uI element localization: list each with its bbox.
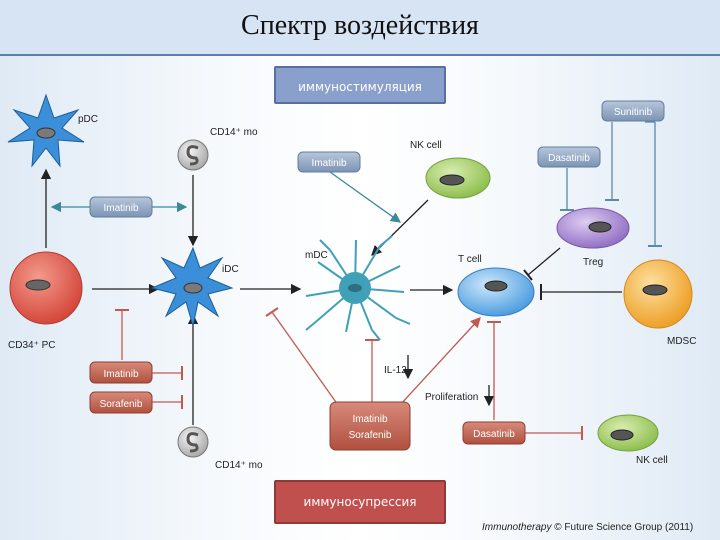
proliferation-label: Proliferation (425, 392, 478, 403)
cd14-bottom-label: CD14⁺ mo (215, 460, 263, 471)
svg-text:Sorafenib: Sorafenib (100, 399, 143, 410)
nk-cell-top (425, 157, 491, 199)
connections (40, 121, 662, 440)
mdc-label: mDC (305, 250, 328, 261)
caption-journal: Immunotherapy (482, 522, 552, 533)
t-cell-label: T cell (458, 254, 482, 265)
mdc-cell (305, 235, 411, 341)
pdc-label: pDC (78, 114, 98, 125)
svg-text:Imatinib: Imatinib (103, 203, 138, 214)
svg-text:Imatinib: Imatinib (311, 158, 346, 169)
il12-label: IL-12 (384, 365, 407, 376)
svg-text:Imatinib: Imatinib (103, 369, 138, 380)
cd14-monocyte-bottom (177, 426, 209, 458)
drug-imatinib-nk: Imatinib (297, 151, 361, 173)
treg-label: Treg (583, 257, 603, 268)
svg-text:Sunitinib: Sunitinib (614, 107, 653, 118)
svg-text:Sorafenib: Sorafenib (349, 430, 392, 441)
page-title: Спектр воздействия (241, 10, 479, 41)
drug-combo-imatinib-sorafenib: Imatinib Sorafenib (329, 401, 411, 451)
drug-dasatinib-top: Dasatinib (537, 146, 601, 168)
treg-cell (556, 207, 630, 249)
cd34-cell (9, 251, 83, 325)
drug-sunitinib: Sunitinib (601, 100, 665, 122)
idc-label: iDC (222, 264, 239, 275)
cd14-monocyte-top (177, 139, 209, 171)
mdsc-cell (623, 259, 693, 329)
drug-imatinib-left: Imatinib (89, 361, 153, 384)
svg-text:Imatinib: Imatinib (352, 414, 387, 425)
pdc-cell (7, 93, 85, 168)
figure-caption: Immunotherapy © Future Science Group (20… (482, 522, 693, 533)
t-cell (457, 267, 535, 317)
drug-dasatinib-bottom: Dasatinib (462, 421, 526, 445)
nk-bottom-label: NK cell (636, 455, 668, 466)
immunosuppression-box: иммуносупрессия (274, 480, 446, 524)
svg-text:Dasatinib: Dasatinib (473, 429, 515, 440)
svg-text:Dasatinib: Dasatinib (548, 153, 590, 164)
immunostimulation-box: иммуностимуляция (274, 66, 446, 104)
nk-top-label: NK cell (410, 140, 442, 151)
nk-cell-bottom (597, 414, 659, 452)
drug-sorafenib-left: Sorafenib (89, 391, 153, 414)
drug-imatinib-pdc: Imatinib (89, 196, 153, 218)
cd14-top-label: CD14⁺ mo (210, 127, 258, 138)
title-bar (0, 0, 720, 56)
idc-cell (150, 246, 234, 327)
mdsc-label: MDSC (667, 336, 696, 347)
caption-rest: © Future Science Group (2011) (551, 522, 694, 533)
cd34-label: CD34⁺ PC (8, 340, 56, 351)
